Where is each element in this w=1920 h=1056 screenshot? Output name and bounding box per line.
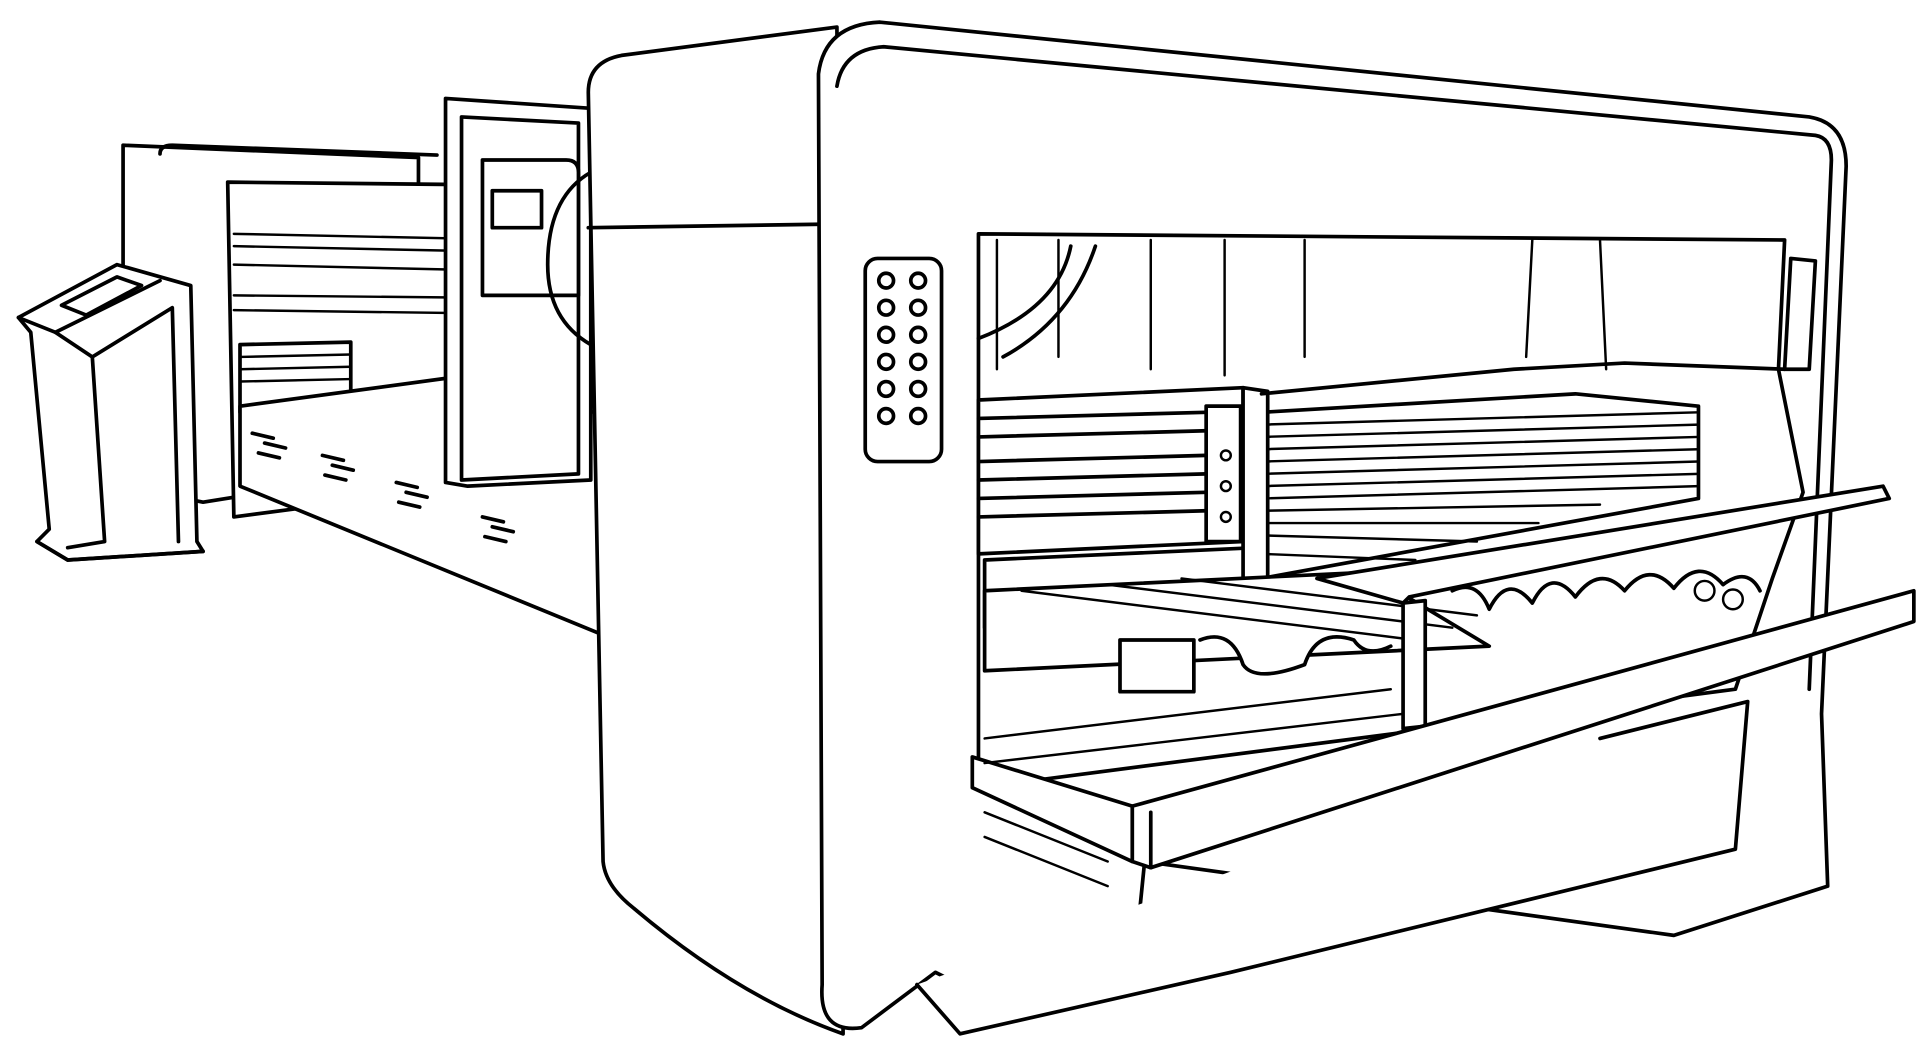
front-rails — [970, 484, 1916, 888]
control-console — [16, 262, 205, 562]
conveyor — [982, 569, 1762, 694]
vent-slots — [250, 431, 516, 544]
rear-feeder-section — [121, 96, 618, 642]
main-unit — [586, 20, 1916, 1036]
button-panel — [863, 256, 944, 464]
